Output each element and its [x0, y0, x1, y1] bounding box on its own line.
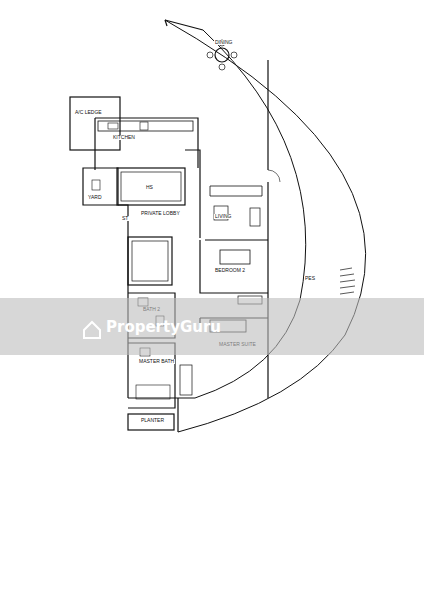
room-label: ST [121, 216, 129, 221]
room-label: A/C LEDGE [74, 110, 103, 115]
room-label: BEDROOM 2 [214, 268, 246, 273]
room-label: HS [145, 185, 154, 190]
room-label: PLANTER [140, 418, 165, 423]
watermark-text: PropertyGuru [106, 320, 221, 335]
room-label: PRIVATE LOBBY [140, 211, 181, 216]
room-label: MASTER SUITE [218, 342, 257, 347]
room-label: KITCHEN [112, 135, 136, 140]
room-label: YARD [87, 195, 103, 200]
room-label: MASTER BATH [138, 359, 175, 364]
room-label: LIVING [214, 214, 232, 219]
room-label: DINING [214, 40, 234, 45]
room-label: BATH 2 [142, 307, 161, 312]
room-label: PES [304, 276, 316, 281]
